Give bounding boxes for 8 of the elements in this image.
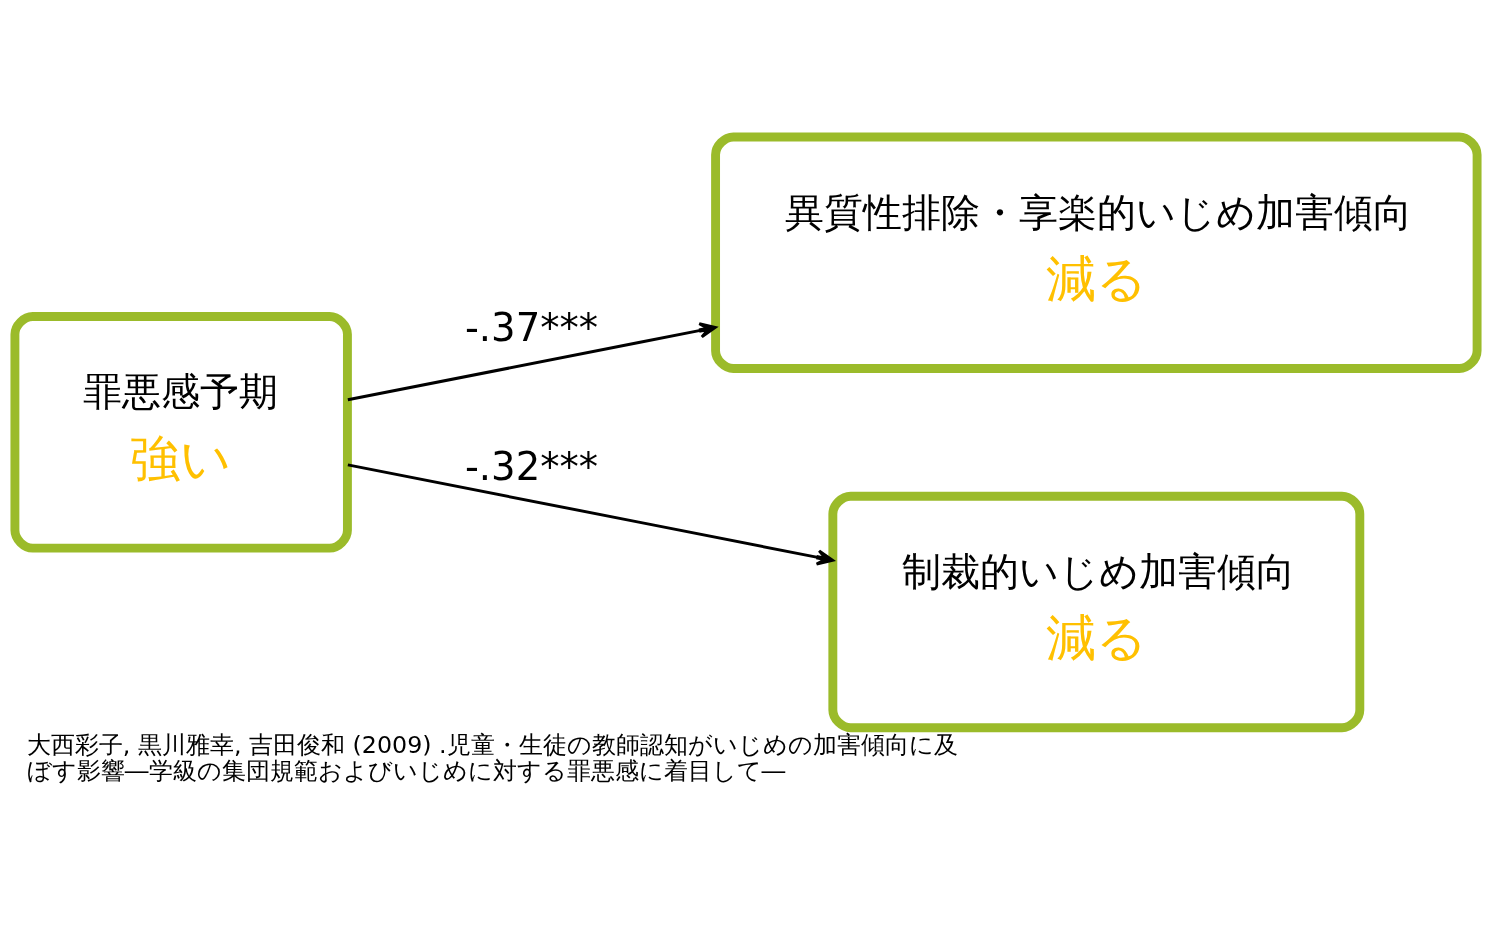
node-box: 罪悪感予期 強い	[10, 312, 352, 553]
arrow	[347, 463, 834, 566]
node-box: 異質性排除・享楽的いじめ加害傾向 減る	[711, 132, 1482, 373]
node-box: 制裁的いじめ加害傾向 減る	[828, 491, 1365, 733]
arrow	[347, 322, 717, 402]
edge-label: -.32***	[464, 443, 599, 489]
edge-label: -.37***	[464, 305, 599, 351]
caption: 大西彩子, 黒川雅幸, 吉田俊和 (2009) .児童・生徒の教師認知がいじめの加害傾向に及ぼす影響―学級の集団規範およびいじめに対する罪悪感に着目して―	[26, 730, 958, 786]
